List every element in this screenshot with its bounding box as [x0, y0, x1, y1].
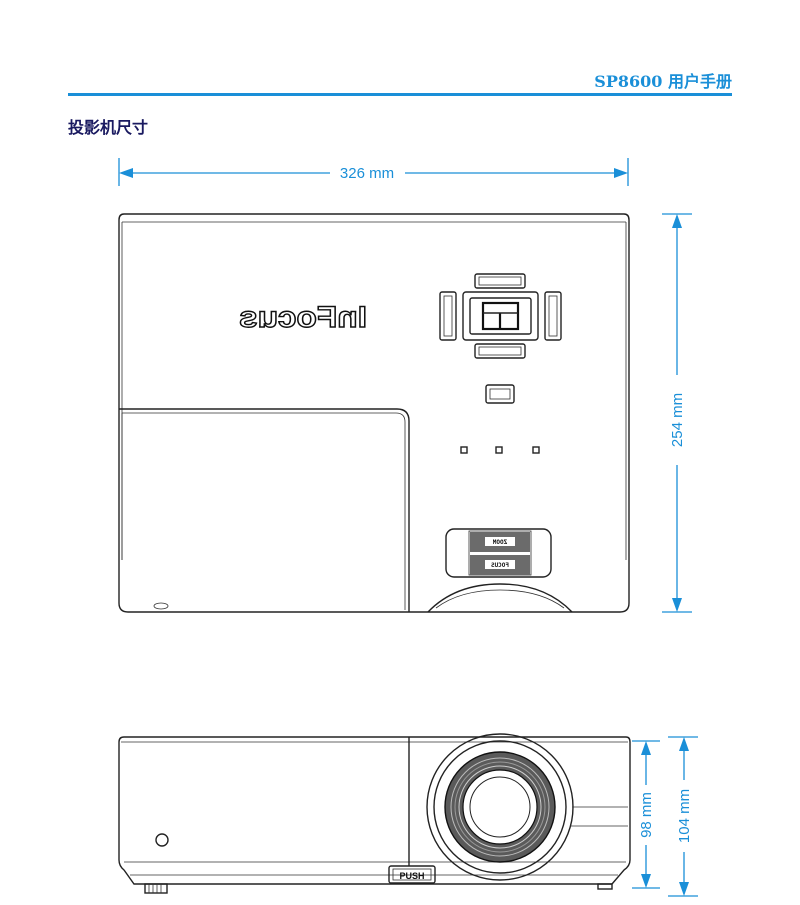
ir-sensor: [155, 833, 169, 847]
front-view: PUSH 98 mm 104 mm: [118, 733, 698, 897]
width-label: 326 mm: [340, 165, 394, 182]
top-view: 326 mm InFocus: [118, 158, 692, 613]
led-temp: [532, 446, 540, 454]
section-title: 投影机尺寸: [68, 118, 149, 137]
height-body-label: 98 mm: [638, 792, 655, 838]
top-body-outline: [118, 213, 630, 613]
led-lamp: [495, 446, 503, 454]
zoom-label: ZOOM: [492, 539, 507, 546]
lens-top: ZOOM FOCUS: [427, 528, 573, 613]
led-power: [460, 446, 468, 454]
lid-panel: [119, 408, 410, 612]
front-foot: [144, 883, 168, 894]
focus-label: FOCUS: [491, 562, 509, 569]
depth-dimension: 254 mm: [662, 213, 692, 613]
brand-logo: InFocus: [239, 301, 367, 334]
header-title: SP8600 用户手册: [594, 72, 732, 91]
front-lens: [426, 733, 628, 881]
width-dimension: 326 mm: [118, 158, 629, 186]
push-label: PUSH: [399, 871, 424, 881]
keypad: [439, 273, 562, 404]
header-rule: [68, 93, 732, 96]
push-button: [388, 865, 436, 884]
depth-label: 254 mm: [669, 393, 686, 447]
height-total-dimension: 104 mm: [668, 736, 698, 897]
height-total-label: 104 mm: [676, 789, 693, 843]
height-body-dimension: 98 mm: [632, 740, 660, 889]
